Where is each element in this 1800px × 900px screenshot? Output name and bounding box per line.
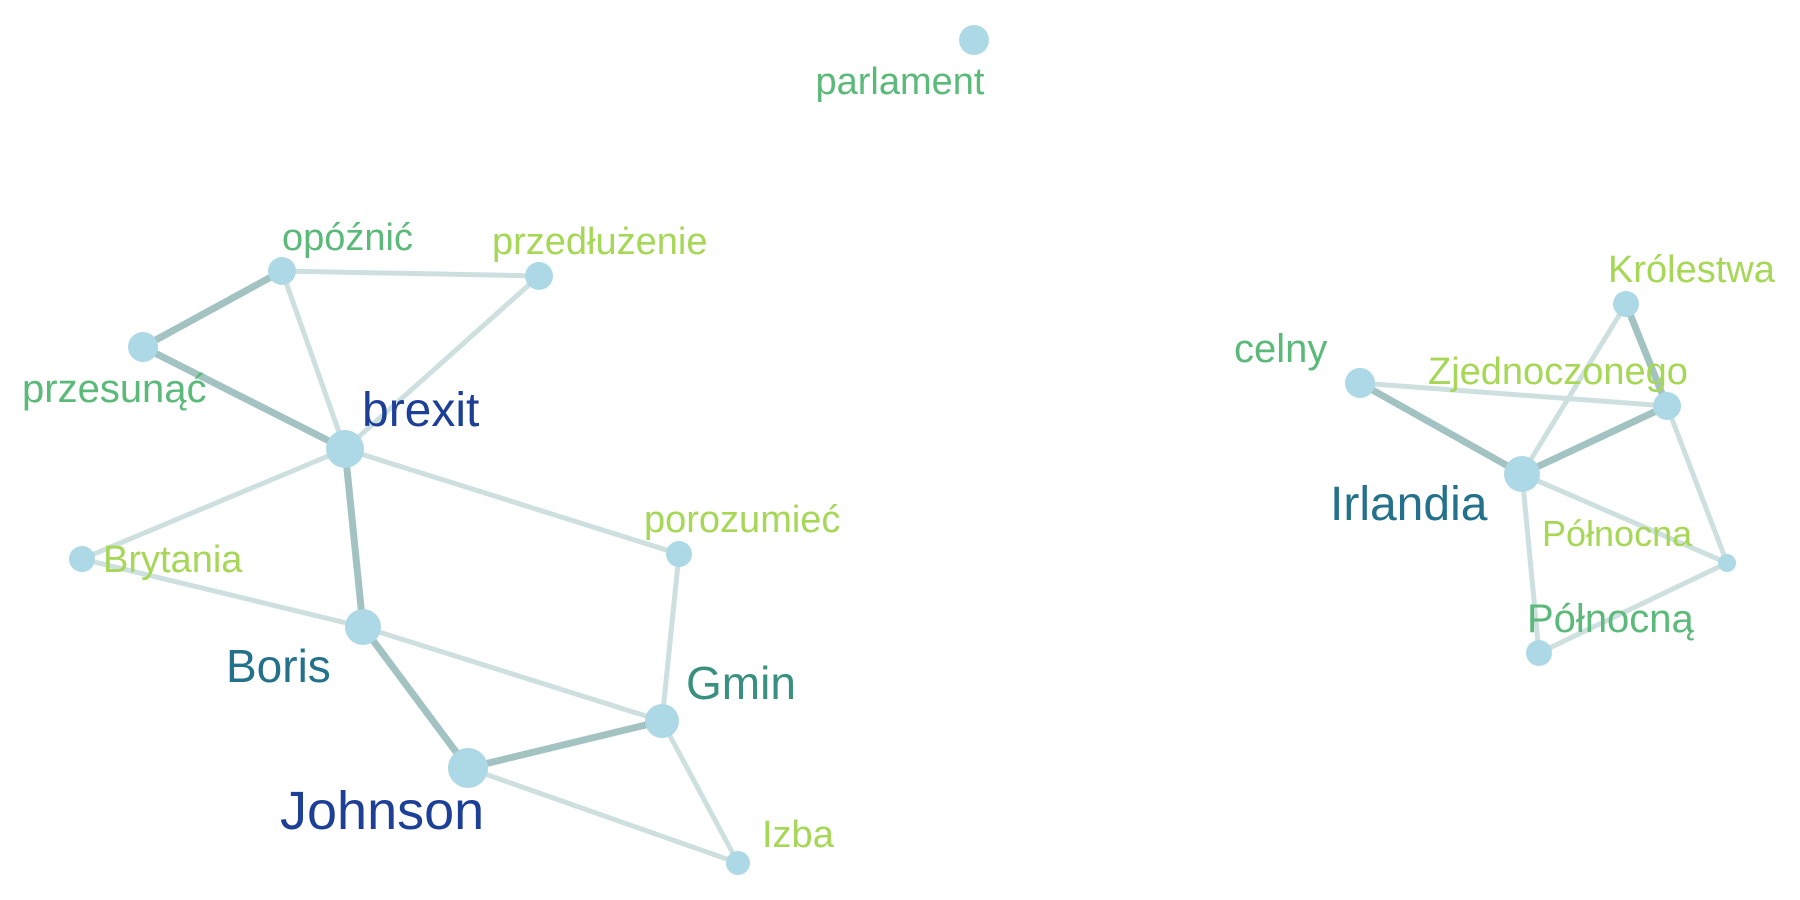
node-gmin <box>645 704 679 738</box>
node-zjednoczonego <box>1653 392 1681 420</box>
node-label-brexit: brexit <box>362 384 479 437</box>
edge-irlandia-polnocna <box>1519 471 1730 566</box>
labels-layer: parlament opóźnić przedłużenie przesunąć bre… <box>22 61 1776 856</box>
edge-brexit-brytania <box>79 446 348 562</box>
edge-opoznic-przedluzenie <box>279 268 542 279</box>
edge-przedluzenie-brexit <box>342 273 542 452</box>
edge-opoznic-przesunac <box>139 267 286 351</box>
node-label-przesunac: przesunąć <box>22 367 207 411</box>
node-przesunac <box>128 332 158 362</box>
node-label-polnocna: Północna <box>1542 513 1693 554</box>
edge-przesunac-brexit <box>139 343 349 453</box>
node-label-opoznic: opóźnić <box>282 217 413 259</box>
edge-zjednoczonego-polnocna <box>1664 403 1730 566</box>
node-irlandia <box>1504 456 1540 492</box>
node-przedluzenie <box>525 262 553 290</box>
edge-krolestwa-zjednoczonego <box>1622 300 1671 410</box>
node-label-porozumiec: porozumieć <box>644 499 840 541</box>
node-polnocna <box>1718 554 1736 572</box>
node-label-boris: Boris <box>226 640 331 692</box>
node-krolestwa <box>1613 291 1639 317</box>
edge-zjednoczonego-irlandia <box>1518 402 1671 478</box>
edge-irlandia-polnocna2 <box>1519 471 1542 656</box>
node-brytania <box>69 546 95 572</box>
node-label-zjednoczonego: Zjednoczonego <box>1428 351 1688 393</box>
node-label-gmin: Gmin <box>686 657 796 709</box>
node-label-johnson: Johnson <box>280 781 484 841</box>
edge-brytania-boris <box>79 556 366 630</box>
node-label-parlament: parlament <box>816 61 985 103</box>
edge-boris-johnson <box>359 623 472 772</box>
nodes-layer <box>69 25 1736 875</box>
node-izba <box>726 851 750 875</box>
node-brexit <box>326 430 364 468</box>
node-label-celny: celny <box>1234 327 1327 371</box>
edge-celny-zjednoczonego <box>1357 380 1670 409</box>
node-label-krolestwa: Królestwa <box>1608 249 1776 291</box>
edge-boris-gmin <box>360 624 665 724</box>
node-polnocna2 <box>1526 640 1552 666</box>
node-boris <box>345 609 381 645</box>
edge-brexit-porozumiec <box>342 446 682 557</box>
node-johnson <box>448 748 488 788</box>
edge-opoznic-brexit <box>279 268 348 452</box>
node-label-brytania: Brytania <box>103 539 243 581</box>
node-label-irlandia: Irlandia <box>1330 478 1488 531</box>
node-label-polnocna2: Północną <box>1527 597 1695 641</box>
edge-johnson-izba <box>465 765 741 866</box>
node-label-izba: Izba <box>762 814 835 856</box>
edge-celny-irlandia <box>1356 379 1526 478</box>
edges-layer <box>79 267 1730 866</box>
edge-porozumiec-gmin <box>659 551 682 724</box>
node-label-przedluzenie: przedłużenie <box>492 221 707 263</box>
node-parlament <box>959 25 989 55</box>
node-porozumiec <box>666 541 692 567</box>
edge-krolestwa-irlandia <box>1519 301 1629 477</box>
edge-brexit-boris <box>341 445 367 631</box>
edge-gmin-izba <box>659 718 741 866</box>
edge-polnocna-polnocna2 <box>1536 560 1730 656</box>
edge-johnson-gmin <box>464 717 666 772</box>
node-opoznic <box>268 257 296 285</box>
node-celny <box>1345 368 1375 398</box>
